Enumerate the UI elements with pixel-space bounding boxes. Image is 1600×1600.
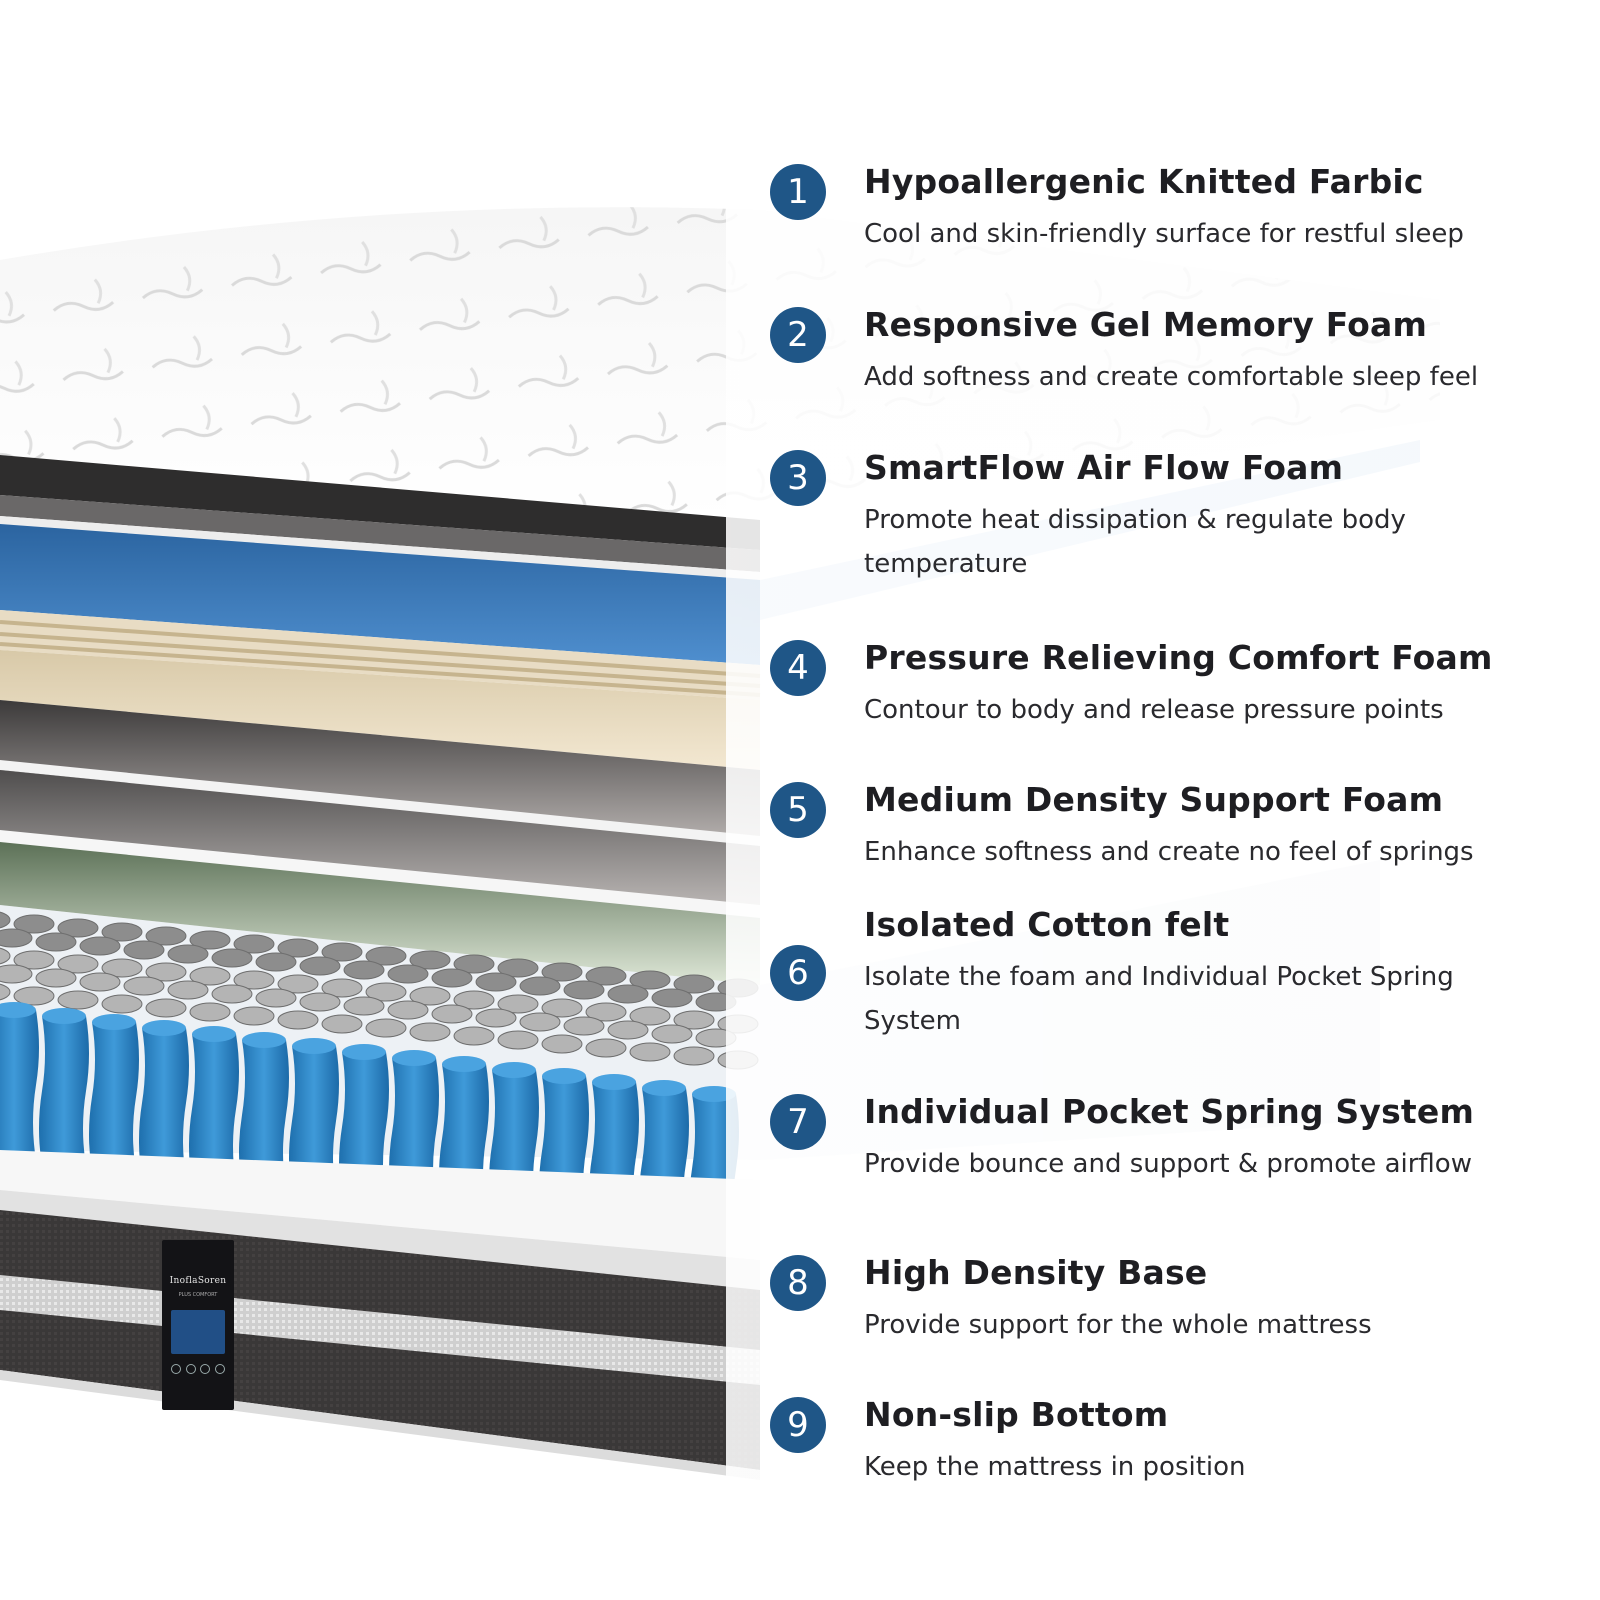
- feature-5: 5 Medium Density Support Foam Enhance so…: [770, 780, 1570, 910]
- feature-9: 9 Non-slip Bottom Keep the mattress in p…: [770, 1395, 1570, 1525]
- feature-title-9: Non-slip Bottom: [864, 1395, 1169, 1434]
- feature-description-2: Add softness and create comfortable slee…: [864, 362, 1479, 392]
- feature-description-7: Provide bounce and support & promote air…: [864, 1149, 1472, 1179]
- care-icons: [171, 1364, 225, 1376]
- feature-description-5: Enhance softness and create no feel of s…: [864, 837, 1474, 867]
- feature-title-5: Medium Density Support Foam: [864, 780, 1444, 819]
- feature-title-2: Responsive Gel Memory Foam: [864, 305, 1428, 344]
- brand-name: InoflaSoren: [169, 1276, 227, 1286]
- brand-label-tag: InoflaSoren PLUS COMFORT: [162, 1240, 234, 1410]
- number-badge-4: 4: [770, 640, 826, 696]
- feature-title-1: Hypoallergenic Knitted Farbic: [864, 162, 1424, 201]
- number-badge-5: 5: [770, 782, 826, 838]
- number-badge-8: 8: [770, 1255, 826, 1311]
- feature-panel-overlay: [726, 0, 1600, 1600]
- brand-subtitle: PLUS COMFORT: [178, 1292, 218, 1298]
- feature-4: 4 Pressure Relieving Comfort Foam Contou…: [770, 638, 1570, 768]
- feature-title-4: Pressure Relieving Comfort Foam: [864, 638, 1493, 677]
- number-badge-3: 3: [770, 450, 826, 506]
- feature-2: 2 Responsive Gel Memory Foam Add softnes…: [770, 305, 1570, 435]
- feature-title-8: High Density Base: [864, 1253, 1208, 1292]
- feature-description-8: Provide support for the whole mattress: [864, 1310, 1372, 1340]
- mattress-icon: [171, 1310, 225, 1354]
- feature-description-3: Promote heat dissipation & regulate body…: [864, 505, 1406, 579]
- number-badge-2: 2: [770, 307, 826, 363]
- feature-6: 6 Isolated Cotton felt Isolate the foam …: [770, 905, 1570, 1036]
- feature-description-9: Keep the mattress in position: [864, 1452, 1246, 1482]
- feature-title-3: SmartFlow Air Flow Foam: [864, 448, 1344, 487]
- feature-title-6: Isolated Cotton felt: [864, 905, 1230, 944]
- number-badge-6: 6: [770, 945, 826, 1001]
- number-badge-1: 1: [770, 164, 826, 220]
- number-badge-9: 9: [770, 1397, 826, 1453]
- feature-3: 3 SmartFlow Air Flow Foam Promote heat d…: [770, 448, 1570, 579]
- feature-8: 8 High Density Base Provide support for …: [770, 1253, 1570, 1383]
- feature-title-7: Individual Pocket Spring System: [864, 1092, 1475, 1131]
- feature-7: 7 Individual Pocket Spring System Provid…: [770, 1092, 1570, 1222]
- number-badge-7: 7: [770, 1094, 826, 1150]
- feature-1: 1 Hypoallergenic Knitted Farbic Cool and…: [770, 162, 1570, 292]
- feature-description-4: Contour to body and release pressure poi…: [864, 695, 1444, 725]
- feature-description-1: Cool and skin-friendly surface for restf…: [864, 219, 1464, 249]
- feature-description-6: Isolate the foam and Individual Pocket S…: [864, 962, 1454, 1036]
